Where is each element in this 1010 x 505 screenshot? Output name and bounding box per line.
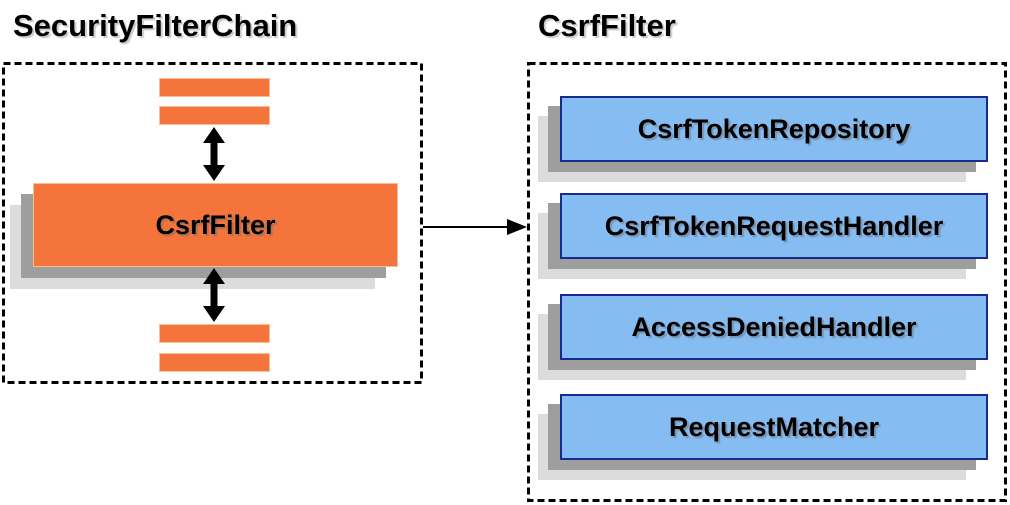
component-box: CsrfTokenRequestHandler — [538, 193, 988, 281]
vertical-double-arrow-icon — [203, 127, 225, 181]
flow-right-arrow-icon — [423, 219, 527, 235]
component-label: CsrfTokenRequestHandler — [604, 210, 944, 241]
component-label: CsrfTokenRepository — [637, 113, 911, 144]
component-box: RequestMatcher — [538, 394, 988, 482]
component-label: AccessDeniedHandler — [631, 311, 917, 342]
component-box: AccessDeniedHandler — [538, 294, 988, 382]
filter-chain-bar — [159, 324, 270, 343]
security-filter-chain-dashed-box — [2, 62, 423, 384]
access-denied-handler-box: AccessDeniedHandler — [560, 294, 988, 360]
filter-chain-bar — [159, 353, 270, 372]
csrf-filter-title: CsrfFilter — [538, 8, 676, 43]
csrf-filter-box-label: CsrfFilter — [155, 209, 276, 240]
request-matcher-box: RequestMatcher — [560, 394, 988, 460]
csrf-filter-box: CsrfFilter — [33, 183, 398, 267]
vertical-double-arrow-icon — [203, 268, 225, 322]
filter-chain-bar — [159, 78, 270, 97]
filter-chain-bar — [159, 106, 270, 125]
csrf-filter-dashed-box — [527, 62, 1007, 502]
component-label: RequestMatcher — [668, 411, 880, 442]
csrf-token-request-handler-box: CsrfTokenRequestHandler — [560, 193, 988, 259]
csrf-token-repository-box: CsrfTokenRepository — [560, 96, 988, 162]
component-box: CsrfTokenRepository — [538, 96, 988, 184]
security-filter-chain-title: SecurityFilterChain — [13, 8, 298, 43]
